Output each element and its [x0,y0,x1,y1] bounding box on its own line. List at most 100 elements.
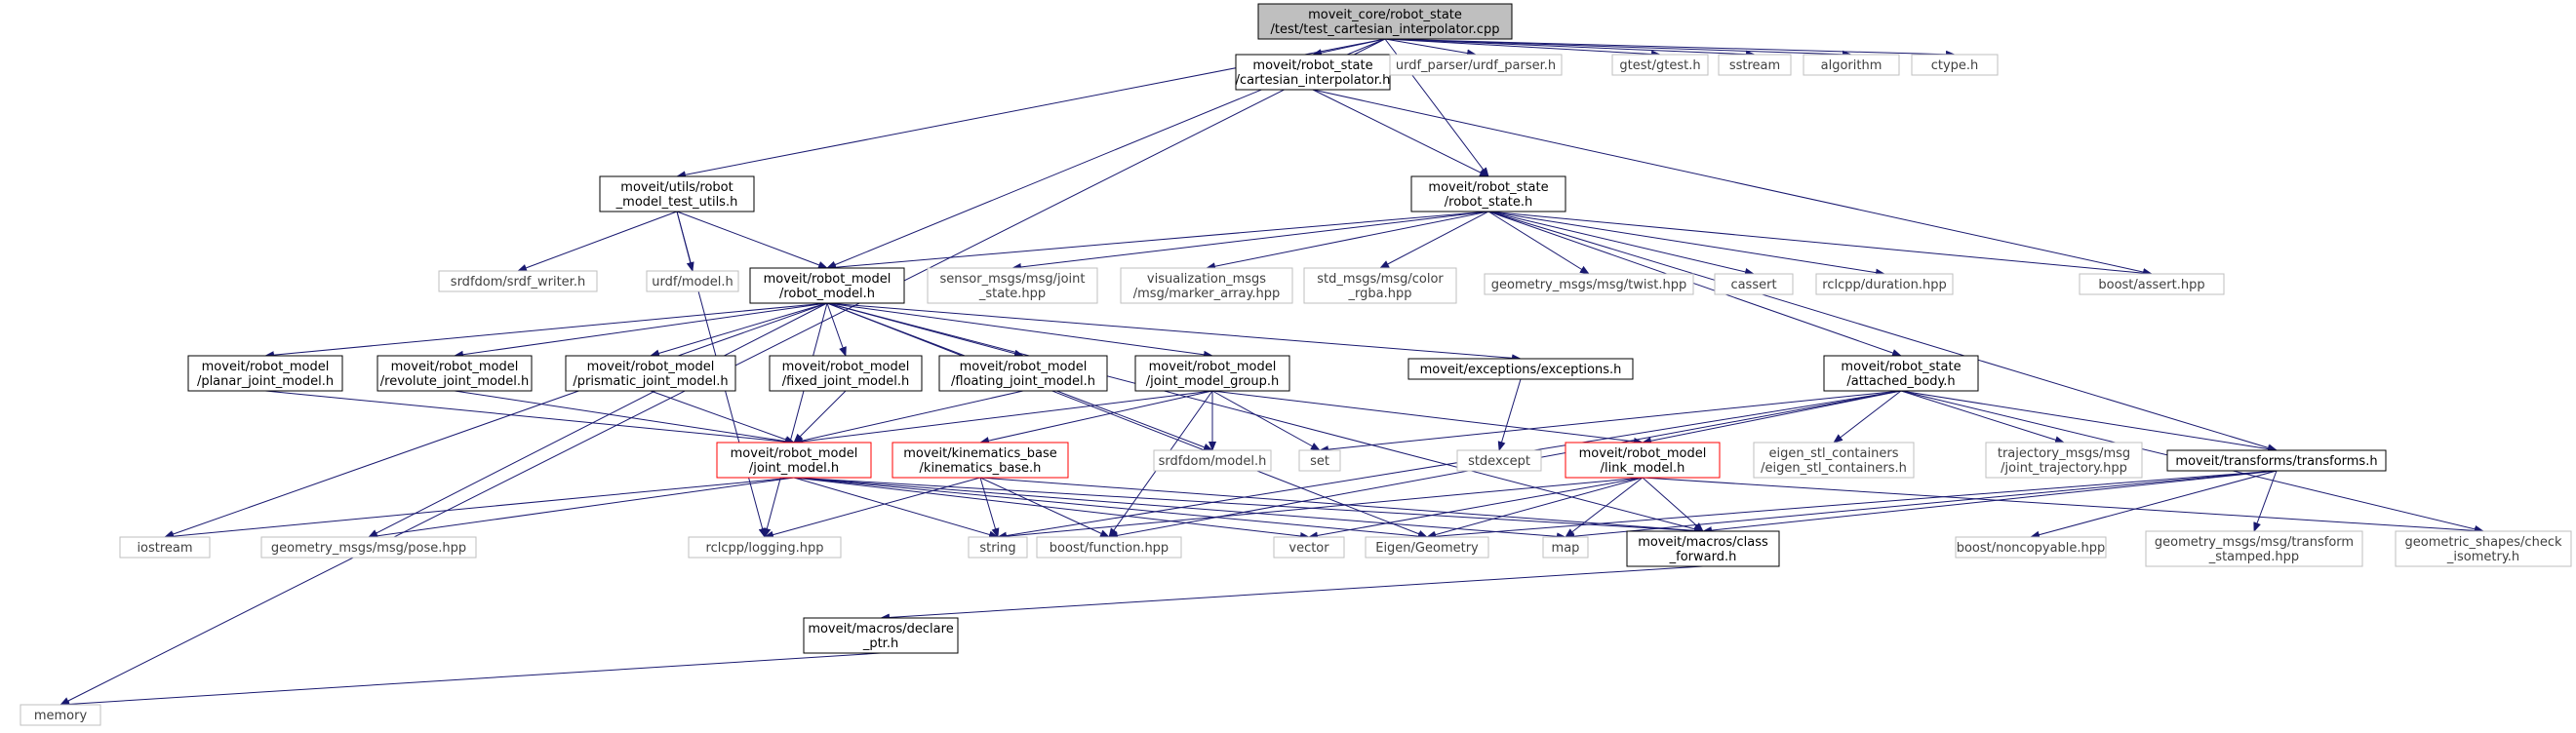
node-label: sensor_msgs/msg/joint [939,272,1085,287]
edge-transforms-to-tfstamped [2253,470,2278,532]
node-kin[interactable]: moveit/kinematics_base/kinematics_base.h [892,442,1069,479]
edge-classfwd-to-declptr [880,565,1704,622]
node-utils[interactable]: moveit/utils/robot_model_test_utils.h [599,175,755,212]
node-label: moveit/robot_model [731,446,858,461]
node-box [599,175,755,212]
node-rstate[interactable]: moveit/robot_state/robot_state.h [1410,175,1566,212]
edge-jmodel-to-iostream [164,477,795,541]
node-root[interactable]: moveit_core/robot_state/test/test_cartes… [1257,3,1513,40]
node-jmg[interactable]: moveit/robot_model/joint_model_group.h [1134,355,1290,392]
node-gtest[interactable]: gtest/gtest.h [1611,54,1709,76]
node-urdfparser[interactable]: urdf_parser/urdf_parser.h [1389,54,1563,76]
node-link[interactable]: moveit/robot_model/link_model.h [1565,442,1721,479]
edge-rstate-to-vis [1206,211,1489,271]
node-twist[interactable]: geometry_msgs/msg/twist.hpp [1484,273,1694,295]
node-logging[interactable]: rclcpp/logging.hpp [688,536,842,559]
node-box [1718,54,1792,76]
node-label: geometric_shapes/check [2404,535,2561,550]
node-label: ctype.h [1931,58,1979,73]
node-color[interactable]: std_msgs/msg/color_rgba.hpp [1303,267,1457,304]
node-label: rclcpp/duration.hpp [1822,278,1946,292]
node-algorithm[interactable]: algorithm [1803,54,1900,76]
edge-rmodel-to-eigengeo [826,302,1428,538]
node-string[interactable]: string [968,536,1028,559]
node-pose[interactable]: geometry_msgs/msg/pose.hpp [260,536,477,559]
node-cassert[interactable]: cassert [1714,273,1794,295]
node-cart[interactable]: moveit/robot_state/cartesian_interpolato… [1235,54,1391,91]
node-urdfmodel[interactable]: urdf/model.h [646,270,739,292]
node-eigenstl[interactable]: eigen_stl_containers/eigen_stl_container… [1753,442,1915,479]
node-box [1714,273,1794,295]
node-bassert[interactable]: boost/assert.hpp [2079,273,2225,295]
node-srdfwriter[interactable]: srdfdom/srdf_writer.h [438,270,598,292]
node-label: /joint_model.h [749,461,839,476]
edge-attached-to-eigenstl [1833,390,1902,444]
node-label: sstream [1729,58,1780,73]
node-memory[interactable]: memory [20,704,101,726]
node-label: eigen_stl_containers [1769,446,1899,461]
node-attached[interactable]: moveit/robot_state/attached_body.h [1823,355,1979,392]
node-label: algorithm [1821,58,1882,73]
node-label: rclcpp/logging.hpp [706,541,824,556]
node-label: moveit/utils/robot [620,180,733,195]
node-sensor[interactable]: sensor_msgs/msg/joint_state.hpp [927,267,1098,304]
node-label: Eigen/Geometry [1375,541,1479,556]
node-box [1803,54,1900,76]
node-sstream[interactable]: sstream [1718,54,1792,76]
node-srdfmodel[interactable]: srdfdom/model.h [1153,449,1272,472]
node-box [1955,536,2107,559]
node-function[interactable]: boost/function.hpp [1036,536,1182,559]
node-label: iostream [137,541,192,556]
node-floating[interactable]: moveit/robot_model/floating_joint_model.… [938,355,1108,392]
node-iostream[interactable]: iostream [119,536,211,559]
node-label: moveit/robot_model [202,360,330,374]
node-box [1407,358,1634,380]
node-vis[interactable]: visualization_msgs/msg/marker_array.hpp [1120,267,1293,304]
node-label: srdfdom/model.h [1159,454,1267,469]
edge-transforms-to-map [1565,470,2278,541]
node-traj[interactable]: trajectory_msgs/msg/joint_trajectory.hpp [1985,442,2143,479]
node-label: /kinematics_base.h [920,461,1042,476]
node-box [187,355,343,392]
edge-kin-to-logging [764,477,981,539]
node-fixed[interactable]: moveit/robot_model/fixed_joint_model.h [769,355,923,392]
node-set[interactable]: set [1298,449,1341,472]
node-box [1365,536,1489,559]
node-box [1235,54,1391,91]
node-label: moveit/robot_model [782,360,910,374]
node-jmodel[interactable]: moveit/robot_model/joint_model.h [716,442,872,479]
node-label: _state.hpp [978,287,1046,301]
edge-jmodel-to-vector [793,477,1310,540]
edge-attached-to-set [1319,390,1902,454]
node-transforms[interactable]: moveit/transforms/transforms.h [2166,449,2387,472]
node-label: gtest/gtest.h [1619,58,1700,73]
node-label: moveit/robot_model [1149,360,1277,374]
node-revolute[interactable]: moveit/robot_model/revolute_joint_model.… [376,355,533,392]
node-stdexcept[interactable]: stdexcept [1456,449,1542,472]
node-tfstamped[interactable]: geometry_msgs/msg/transform_stamped.hpp [2145,530,2363,567]
node-label: std_msgs/msg/color [1317,272,1444,287]
node-classfwd[interactable]: moveit/macros/class_forward.h [1626,530,1780,567]
node-box [1257,3,1513,40]
node-map[interactable]: map [1542,536,1589,559]
node-label: stdexcept [1468,454,1530,469]
node-box [1753,442,1915,479]
edge-root-to-sstream [1384,38,1756,58]
node-planar[interactable]: moveit/robot_model/planar_joint_model.h [187,355,343,392]
node-prismatic[interactable]: moveit/robot_model/prismatic_joint_model… [565,355,736,392]
node-rmodel[interactable]: moveit/robot_model/robot_model.h [749,267,905,304]
node-noncopy[interactable]: boost/noncopyable.hpp [1955,536,2107,559]
node-box [1823,355,1979,392]
node-label: urdf/model.h [652,275,733,289]
node-checkiso[interactable]: geometric_shapes/check_isometry.h [2395,530,2572,567]
edge-cart-to-rstate [1312,89,1489,177]
node-ctype[interactable]: ctype.h [1911,54,1999,76]
node-eigengeo[interactable]: Eigen/Geometry [1365,536,1489,559]
node-exceptions[interactable]: moveit/exceptions/exceptions.h [1407,358,1634,380]
node-duration[interactable]: rclcpp/duration.hpp [1815,273,1954,295]
node-declptr[interactable]: moveit/macros/declare_ptr.h [803,617,959,654]
node-vector[interactable]: vector [1273,536,1345,559]
edge-attached-to-transforms [1900,390,2278,453]
edge-link-to-vector [1308,477,1644,540]
